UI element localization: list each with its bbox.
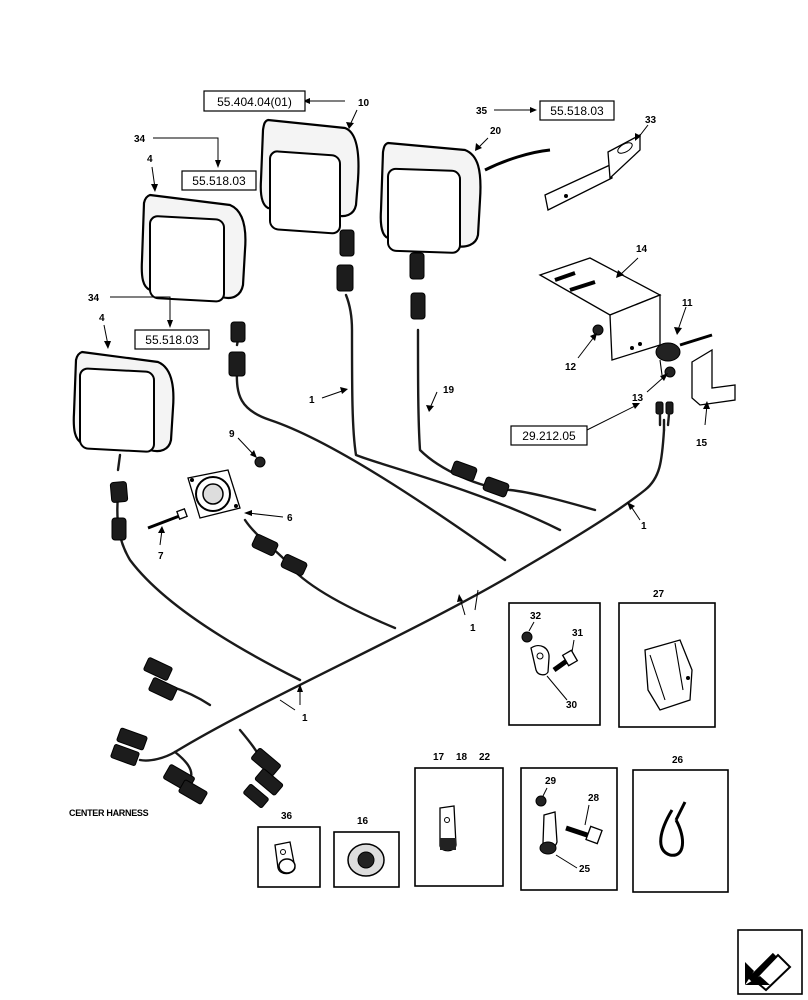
callout-12: 12	[565, 362, 577, 373]
connectors	[109, 229, 510, 576]
kit-box-30-31-32[interactable]: 32 31 30	[508, 602, 601, 726]
ref-box-55-404-04[interactable]: 55.404.04(01)	[203, 90, 306, 112]
callout-15: 15	[696, 438, 708, 449]
callout-33: 33	[645, 115, 657, 126]
callouts: 10 34 4 35 20 33 34 4 14 11 12 13 15 1 1…	[69, 98, 708, 818]
callout-34: 34	[134, 134, 146, 145]
ref-box-55-518-03-c[interactable]: 55.518.03	[134, 329, 210, 350]
callout-25: 25	[579, 864, 591, 875]
callout-6: 6	[287, 513, 293, 524]
kit-box-17-18-22[interactable]: 17 18 22	[414, 752, 504, 887]
callout-4: 4	[99, 313, 105, 324]
leader-lines	[103, 98, 710, 711]
callout-30: 30	[566, 700, 578, 711]
callout-13: 13	[632, 393, 644, 404]
ref-label: 55.404.04(01)	[217, 95, 292, 109]
callout-10: 10	[358, 98, 370, 109]
ref-label: 55.518.03	[145, 333, 199, 347]
callout-9: 9	[229, 429, 235, 440]
callout-7: 7	[158, 551, 164, 562]
callout-1: 1	[302, 713, 308, 724]
bracket-33	[544, 133, 641, 211]
nut-9	[254, 456, 266, 468]
callout-27: 27	[653, 589, 665, 600]
callout-35: 35	[476, 106, 488, 117]
nut-32	[521, 631, 533, 643]
terminal-pair	[655, 401, 674, 427]
work-lamp-10	[259, 118, 360, 235]
work-lamp-4-upper	[140, 193, 247, 303]
callout-1: 1	[309, 395, 315, 406]
ref-box-29-212-05[interactable]: 29.212.05	[510, 425, 588, 446]
callout-16: 16	[357, 816, 369, 827]
ref-label: 55.518.03	[550, 104, 604, 118]
callout-1: 1	[470, 623, 476, 634]
callout-29: 29	[545, 776, 557, 787]
kit-box-26[interactable]: 26	[632, 755, 729, 893]
work-lamp-20	[379, 141, 482, 254]
callout-17: 17	[433, 752, 445, 763]
work-lamp-4-lower	[72, 350, 175, 453]
clip-27	[644, 639, 693, 711]
kit-box-27[interactable]: 27	[618, 589, 716, 728]
callout-4: 4	[147, 154, 153, 165]
switch-11	[655, 333, 713, 376]
ref-box-55-518-03-b[interactable]: 55.518.03	[539, 100, 615, 121]
callout-20: 20	[490, 126, 502, 137]
center-harness-connectors	[110, 657, 284, 808]
clamp-30	[530, 644, 550, 676]
center-harness-label: CENTER HARNESS	[69, 808, 149, 818]
kit-box-16[interactable]: 16	[333, 816, 400, 888]
nut-29	[535, 795, 547, 807]
bracket-14	[538, 257, 662, 361]
bolt-28	[565, 825, 591, 839]
callout-31: 31	[572, 628, 584, 639]
callout-19: 19	[443, 385, 455, 396]
callout-36: 36	[281, 811, 293, 822]
kit-box-36[interactable]: 36	[257, 811, 321, 888]
main-harness	[116, 293, 666, 782]
strap-part	[484, 148, 551, 172]
callout-28: 28	[588, 793, 600, 804]
callout-1: 1	[641, 521, 647, 532]
callout-11: 11	[682, 298, 693, 309]
fan-6	[187, 469, 241, 519]
callout-14: 14	[636, 244, 648, 255]
kit-box-25-28-29[interactable]: 29 28 25	[520, 767, 618, 891]
ref-label: 29.212.05	[522, 429, 576, 443]
ref-box-55-518-03-a[interactable]: 55.518.03	[181, 170, 257, 191]
previous-page-arrow-button[interactable]	[737, 929, 803, 995]
callout-32: 32	[530, 611, 542, 622]
bolt-7	[147, 508, 188, 530]
callout-22: 22	[479, 752, 491, 763]
bracket-15	[691, 348, 736, 406]
cable-tie-26	[659, 809, 684, 857]
callout-26: 26	[672, 755, 684, 766]
callout-34: 34	[88, 293, 100, 304]
callout-18: 18	[456, 752, 468, 763]
ref-label: 55.518.03	[192, 174, 246, 188]
nut-13	[664, 366, 676, 378]
screw-12	[592, 324, 604, 336]
